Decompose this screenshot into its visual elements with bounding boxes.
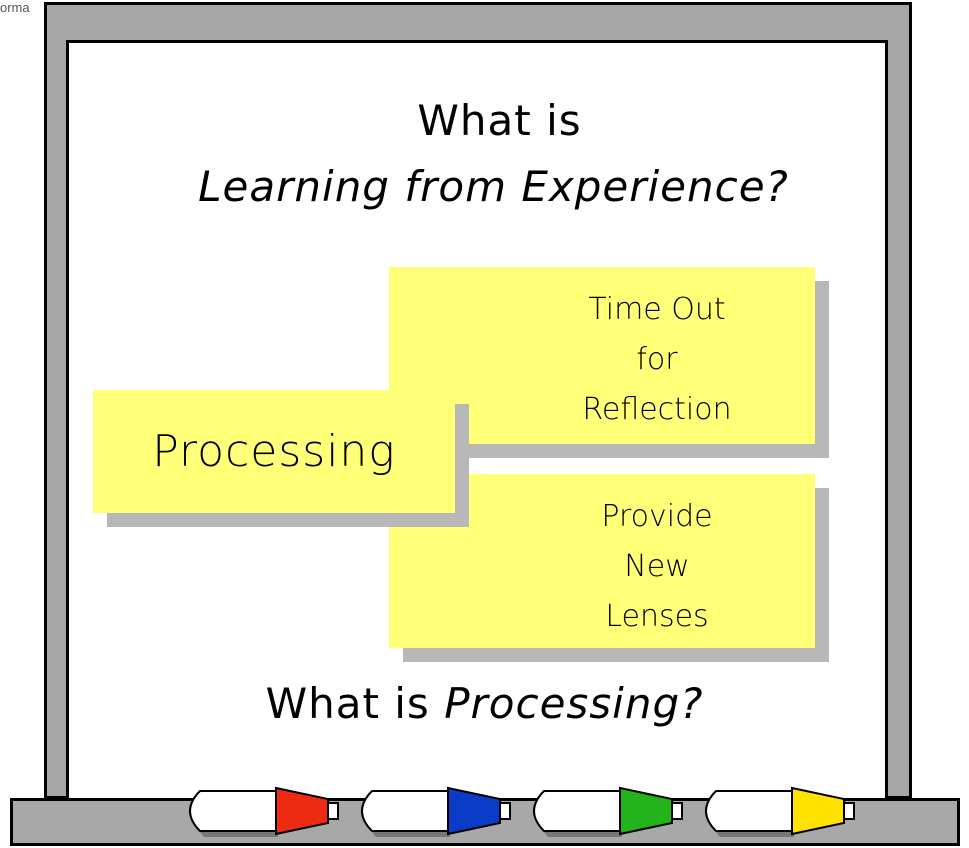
sticky-note-reflection: Time Out for Reflection: [389, 267, 815, 444]
note-lenses-line-2: New: [624, 549, 690, 584]
note-processing-label: Processing: [152, 426, 396, 477]
corner-label: orma: [0, 0, 30, 15]
note-reflection-line-1: Time Out: [588, 292, 726, 327]
sticky-note-processing: Processing: [93, 390, 455, 513]
question-prefix: What is: [265, 679, 430, 728]
sticky-note-lenses: Provide New Lenses: [389, 474, 815, 648]
marker-tray: [10, 798, 960, 846]
bottom-question: What is Processing?: [0, 676, 969, 732]
note-reflection-line-2: for: [636, 342, 678, 377]
slide-title: What is Learning from Experience?: [0, 92, 969, 216]
title-line-2: Learning from Experience?: [198, 162, 789, 211]
note-reflection-line-3: Reflection: [582, 392, 732, 427]
title-line-1: What is: [417, 96, 582, 145]
question-emphasis: Processing?: [444, 679, 704, 728]
note-lenses-line-3: Lenses: [605, 599, 709, 634]
note-lenses-line-1: Provide: [601, 499, 713, 534]
